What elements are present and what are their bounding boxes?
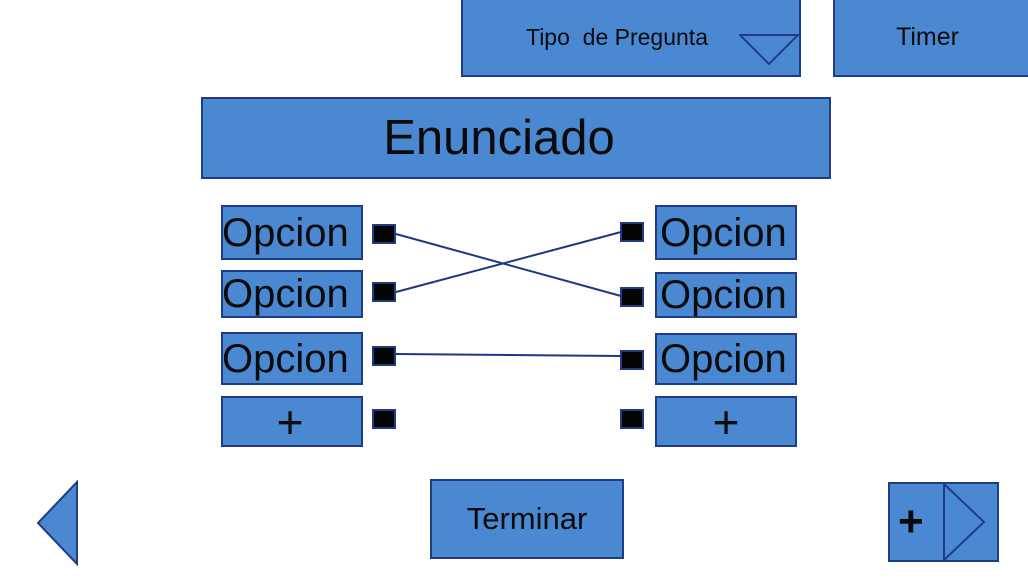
add-right-option-button[interactable]: + bbox=[655, 395, 797, 448]
left-connector-4[interactable] bbox=[372, 409, 396, 429]
right-option-3-label: Opcion bbox=[660, 337, 787, 381]
left-option-1[interactable]: Opcion bbox=[221, 205, 363, 260]
chevron-right-icon bbox=[943, 483, 986, 562]
right-option-2[interactable]: Opcion bbox=[655, 272, 797, 318]
left-option-2[interactable]: Opcion bbox=[221, 270, 363, 318]
right-option-3[interactable]: Opcion bbox=[655, 333, 797, 385]
connection-line-3 bbox=[395, 353, 622, 357]
left-option-1-label: Opcion bbox=[222, 210, 349, 255]
right-option-1[interactable]: Opcion bbox=[655, 205, 797, 260]
right-connector-4[interactable] bbox=[620, 409, 644, 429]
left-connector-3[interactable] bbox=[372, 346, 396, 366]
right-connector-3[interactable] bbox=[620, 350, 644, 370]
add-question-next-button[interactable]: + bbox=[888, 482, 999, 562]
timer-label: Timer bbox=[896, 23, 959, 51]
plus-icon: + bbox=[276, 395, 304, 448]
add-left-option-button[interactable]: + bbox=[221, 395, 363, 448]
right-option-2-label: Opcion bbox=[660, 273, 787, 317]
right-connector-1[interactable] bbox=[620, 222, 644, 242]
triangle-down-icon bbox=[739, 34, 799, 66]
left-option-3[interactable]: Opcion bbox=[221, 332, 363, 385]
left-connector-1[interactable] bbox=[372, 224, 396, 244]
connection-line-2 bbox=[395, 231, 622, 293]
timer-button[interactable]: Timer bbox=[833, 0, 1028, 77]
question-type-label: Tipo de Pregunta bbox=[526, 24, 708, 50]
left-option-3-label: Opcion bbox=[222, 336, 349, 381]
connection-line-1 bbox=[395, 233, 622, 297]
right-option-1-label: Opcion bbox=[660, 210, 787, 255]
question-type-dropdown[interactable]: Tipo de Pregunta bbox=[461, 0, 801, 77]
finish-button[interactable]: Terminar bbox=[430, 479, 624, 559]
finish-label: Terminar bbox=[466, 501, 588, 536]
previous-button[interactable] bbox=[36, 480, 80, 566]
plus-bold-icon: + bbox=[898, 497, 924, 546]
statement-field[interactable]: Enunciado bbox=[201, 97, 831, 179]
statement-label: Enunciado bbox=[383, 111, 615, 165]
left-option-2-label: Opcion bbox=[222, 272, 349, 316]
left-connector-2[interactable] bbox=[372, 282, 396, 302]
plus-icon: + bbox=[712, 395, 740, 448]
right-connector-2[interactable] bbox=[620, 287, 644, 307]
triangle-left-icon bbox=[36, 480, 78, 566]
